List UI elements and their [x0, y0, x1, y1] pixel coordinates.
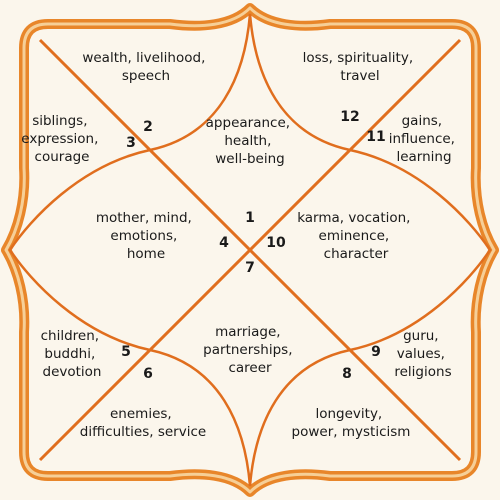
house-8-description: longevity, power, mysticism [292, 406, 411, 440]
house-number-6: 6 [143, 366, 153, 382]
diagonal-line-2 [38, 38, 462, 462]
house-7-description: marriage, partnerships, career [203, 324, 297, 376]
house-number-10: 10 [266, 235, 286, 251]
house-number-3: 3 [126, 135, 136, 151]
house-4-description: mother, mind, emotions, home [96, 210, 196, 262]
house-11-description: gains, influence, learning [389, 113, 460, 165]
house-6-description: enemies, difficulties, service [80, 406, 206, 440]
house-10-description: karma, vocation, eminence, character [297, 210, 415, 262]
house-9-description: guru, values, religions [394, 328, 451, 380]
house-1-description: appearance, health, well-being [206, 115, 295, 167]
house-5-description: children, buddhi, devotion [41, 328, 104, 380]
house-number-5: 5 [121, 344, 131, 360]
house-number-11: 11 [366, 129, 385, 145]
house-2-description: wealth, livelihood, speech [82, 50, 209, 84]
house-number-1: 1 [245, 210, 255, 226]
house-3-description: siblings, expression, courage [21, 113, 102, 165]
inner-curved-diamond [8, 13, 492, 487]
house-number-12: 12 [340, 109, 359, 125]
house-number-7: 7 [245, 260, 255, 276]
house-number-9: 9 [371, 344, 381, 360]
house-number-2: 2 [143, 119, 153, 135]
house-12-description: loss, spirituality, travel [303, 50, 418, 84]
house-number-8: 8 [342, 366, 352, 382]
house-number-4: 4 [219, 235, 229, 251]
ornate-frame-inner [4, 6, 496, 494]
